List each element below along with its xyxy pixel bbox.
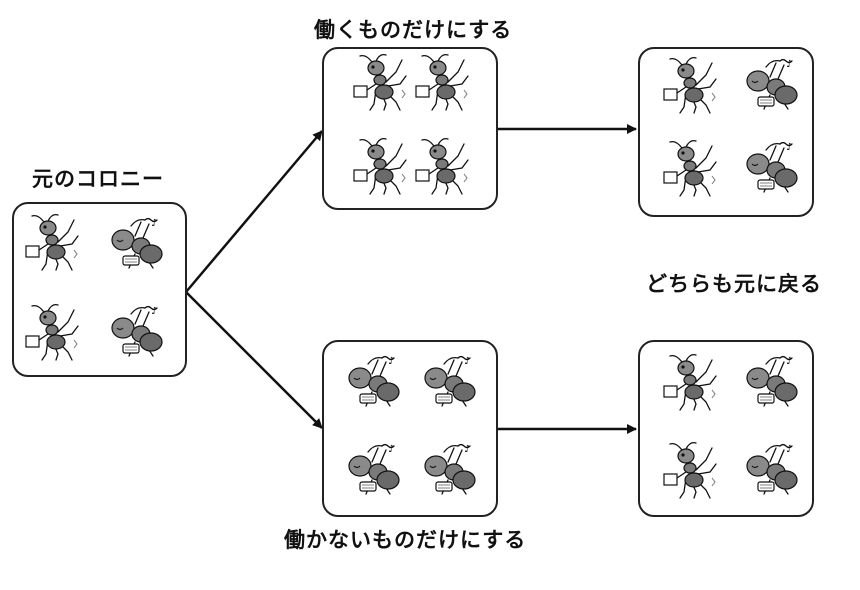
resting-ant-icon: ♪ (105, 302, 165, 362)
working-ant-icon (22, 212, 82, 272)
resting-ant-icon: ♪ (105, 214, 165, 274)
working-ant-icon (350, 136, 410, 196)
colony-workers-result-box (638, 47, 814, 217)
resting-ant-icon: ♪ (342, 352, 402, 412)
resting-ant-icon: ♪ (418, 440, 478, 500)
resting-ant-icon: ♪ (740, 352, 800, 412)
working-ant-icon (412, 52, 472, 112)
label-workers-only: 働くものだけにする (314, 18, 513, 42)
svg-text:♪: ♪ (786, 142, 792, 153)
svg-text:♪: ♪ (464, 356, 470, 367)
svg-text:♪: ♪ (388, 356, 394, 367)
working-ant-icon (660, 352, 720, 412)
svg-text:♪: ♪ (151, 306, 157, 317)
resting-ant-icon: ♪ (740, 440, 800, 500)
working-ant-icon (660, 55, 720, 115)
working-ant-icon (660, 440, 720, 500)
arrow-to-nonworkers (185, 291, 323, 429)
working-ant-icon (350, 52, 410, 112)
working-ant-icon (22, 302, 82, 362)
svg-text:♪: ♪ (388, 444, 394, 455)
resting-ant-icon: ♪ (740, 55, 800, 115)
svg-text:♪: ♪ (464, 444, 470, 455)
colony-workers-box (322, 47, 498, 210)
colony-nonworkers-box (322, 340, 498, 517)
arrow-to-workers (185, 130, 323, 293)
svg-text:♪: ♪ (786, 444, 792, 455)
working-ant-icon (412, 136, 472, 196)
svg-text:♪: ♪ (786, 59, 792, 70)
resting-ant-icon: ♪ (418, 352, 478, 412)
resting-ant-icon: ♪ (342, 440, 402, 500)
svg-text:♪: ♪ (151, 218, 157, 229)
resting-ant-icon: ♪ (740, 138, 800, 198)
label-both-return: どちらも元に戻る (646, 272, 822, 296)
svg-text:♪: ♪ (786, 356, 792, 367)
label-original-colony: 元のコロニー (32, 167, 164, 191)
working-ant-icon (660, 138, 720, 198)
label-nonworkers-only: 働かないものだけにする (284, 528, 527, 552)
